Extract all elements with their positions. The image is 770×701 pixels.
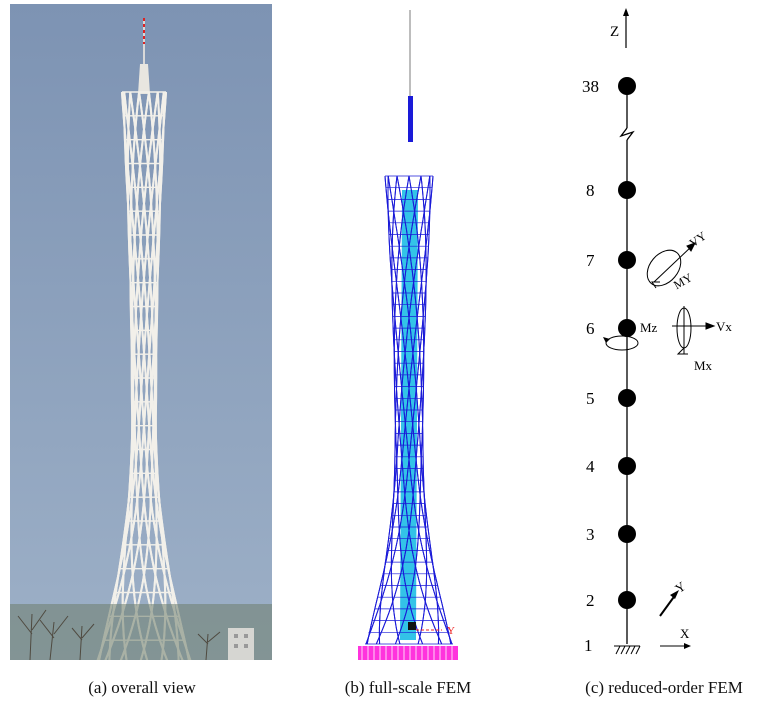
fem-mesh [365,175,453,645]
node-6 [618,319,636,337]
mx-label: Mx [694,358,713,373]
node-7 [618,251,636,269]
caption-reduced-order-fem: (c) reduced-order FEM [585,678,743,697]
mz-label: Mz [640,320,658,335]
node-label-1: 1 [584,636,593,655]
node-3 [618,525,636,543]
vx-mx-forces [672,306,716,355]
break-symbol [619,127,635,141]
node-label-38: 38 [582,77,599,96]
caption-full-scale-fem: (b) full-scale FEM [344,678,472,697]
mz-moment-arc [605,335,639,351]
node-5 [618,389,636,407]
caption-overall-view: (a) overall view [88,678,196,697]
x-axis-label: X [680,626,690,641]
fixed-support [614,645,641,655]
trees [17,609,221,661]
full-scale-fem: Y [352,10,464,665]
fem-y-axis-label: Y [447,625,455,637]
node-8 [618,181,636,199]
tower-lattice [95,91,193,665]
vx-label: Vx [716,319,732,334]
node-label-8: 8 [586,181,595,200]
node-label-4: 4 [586,457,595,476]
fem-base [358,646,458,660]
node-label-6: 6 [586,319,595,338]
node-2 [618,591,636,609]
node-38 [618,77,636,95]
fem-antenna-lower [408,96,413,142]
my-label: MY [671,270,695,292]
node-label-2: 2 [586,591,595,610]
antenna-base [138,64,150,94]
node-label-3: 3 [586,525,595,544]
tower-photo [10,4,272,665]
building [228,628,254,660]
node-label-7: 7 [586,251,595,270]
node-4 [618,457,636,475]
z-axis-label: Z [610,24,619,40]
y-axis-arrow [659,593,677,617]
fem-origin-marker [408,622,416,630]
node-label-5: 5 [586,389,595,408]
vy-my-forces [646,242,697,289]
reduced-order-fem: Z 38 8 7 6 5 4 3 2 1 [560,6,760,666]
